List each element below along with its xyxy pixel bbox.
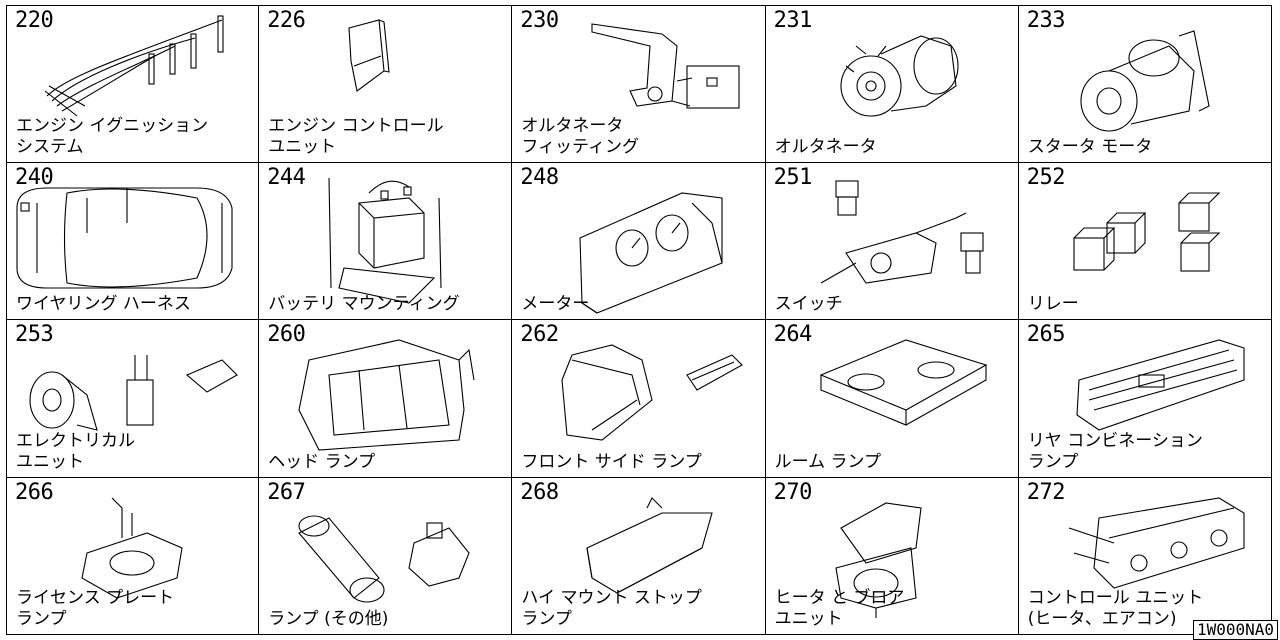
part-cell-248[interactable]: 248 メーター [512, 162, 766, 320]
part-code: 267 [267, 479, 306, 505]
part-code: 262 [520, 322, 559, 347]
part-code: 272 [1026, 479, 1066, 505]
part-label: リヤ コンビネーション ランプ [1027, 430, 1203, 472]
part-cell-270[interactable]: 270 ヒータ と ブロア ユニット [765, 477, 1019, 635]
part-label: ハイ マウント ストップ ランプ [521, 588, 702, 629]
blower-icon [834, 501, 922, 618]
part-cell-264[interactable]: 264 ルーム ランプ [765, 320, 1019, 478]
part-code: 252 [1026, 164, 1066, 190]
part-cell-260[interactable]: 260 ヘッド ランプ [259, 320, 513, 478]
part-cell-220[interactable]: 220 エンジン イグニッション システム [6, 5, 260, 163]
part-cell-231[interactable]: 231 オルタネータ [765, 5, 1019, 163]
part-label: ルーム ランプ [774, 451, 881, 472]
part-code: 240 [15, 164, 54, 190]
part-code: 244 [267, 164, 306, 190]
bulb-icon [298, 514, 470, 603]
part-code: 260 [267, 322, 306, 347]
part-cell-240[interactable]: 240 ワイヤリング ハーネス [6, 162, 260, 320]
part-label: ランプ (その他) [268, 609, 389, 629]
part-cell-268[interactable]: 268 ハイ マウント ストップ ランプ [512, 477, 766, 635]
heater-control-icon [1068, 496, 1245, 589]
part-cell-226[interactable]: 226 エンジン コントロール ユニット [259, 5, 513, 163]
wiring-harness-car-icon [16, 186, 233, 289]
part-code: 266 [15, 479, 54, 505]
part-cell-244[interactable]: 244 バッテリ マウンティング [259, 162, 513, 320]
part-label: ワイヤリング ハーネス [16, 294, 191, 314]
part-cell-265[interactable]: 265 リヤ コンビネーション ランプ [1018, 320, 1272, 478]
part-label: ライセンス プレート ランプ [16, 588, 175, 629]
part-code: 248 [520, 164, 559, 190]
part-label: メーター [521, 294, 590, 314]
part-code: 220 [15, 8, 54, 33]
part-cell-262[interactable]: 262 フロント サイド ランプ [512, 320, 766, 478]
headlamp-icon [298, 339, 475, 451]
part-cell-253[interactable]: 253 エレクトリカル ユニット [6, 320, 260, 478]
relay-icon [1073, 191, 1221, 272]
part-label: リレー [1027, 294, 1079, 314]
ignition-harness-icon [44, 15, 224, 117]
part-cell-233[interactable]: 233 スタータ モータ [1018, 5, 1272, 163]
part-cell-266[interactable]: 266 ライセンス プレート ランプ [6, 477, 260, 635]
part-label: オルタネータ フィッティング [521, 115, 640, 157]
part-label: スイッチ [774, 294, 843, 314]
part-cell-230[interactable]: 230 オルタネータ フィッティング [512, 5, 766, 163]
part-label: フロント サイド ランプ [521, 451, 702, 472]
part-label: ヒータ と ブロア ユニット [774, 588, 905, 629]
license-lamp-icon [81, 497, 183, 599]
control-unit-icon [348, 19, 390, 92]
room-lamp-icon [819, 339, 987, 426]
part-cell-267[interactable]: 267 ランプ (その他) [259, 477, 513, 635]
part-label: ヘッド ランプ [268, 451, 376, 472]
alternator-icon [840, 35, 959, 117]
part-label: エレクトリカル ユニット [16, 430, 135, 472]
part-code: 230 [520, 8, 559, 33]
part-label: コントロール ユニット (ヒータ、エアコン) [1027, 588, 1204, 629]
part-code: 264 [773, 322, 813, 347]
part-code: 251 [773, 164, 813, 190]
part-label: エンジン コントロール ユニット [268, 115, 444, 157]
part-cell-252[interactable]: 252 リレー [1018, 162, 1272, 320]
high-mount-lamp-icon [586, 496, 714, 594]
part-label: オルタネータ [774, 136, 877, 157]
side-lamp-icon [561, 344, 744, 441]
switch-icon [820, 179, 984, 284]
part-code: 253 [15, 322, 54, 347]
part-label: スタータ モータ [1027, 136, 1153, 157]
part-cell-272[interactable]: 272 コントロール ユニット (ヒータ、エアコン) [1018, 477, 1272, 635]
part-code: 231 [773, 8, 813, 33]
alternator-bracket-icon [591, 23, 740, 109]
part-code: 226 [267, 8, 306, 33]
starter-motor-icon [1080, 30, 1210, 132]
meter-cluster-icon [579, 191, 723, 314]
figure-code: 1W000NA0 [1192, 620, 1278, 640]
part-label: バッテリ マウンティング [268, 294, 460, 314]
rear-combination-lamp-icon [1076, 339, 1245, 431]
part-code: 268 [520, 479, 559, 505]
horn-icon [29, 355, 238, 431]
part-code: 233 [1026, 8, 1066, 33]
part-code: 270 [773, 479, 813, 505]
part-code: 265 [1026, 322, 1066, 347]
battery-icon [328, 177, 442, 304]
part-label: エンジン イグニッション システム [16, 115, 209, 157]
part-cell-251[interactable]: 251 スイッチ [765, 162, 1019, 320]
